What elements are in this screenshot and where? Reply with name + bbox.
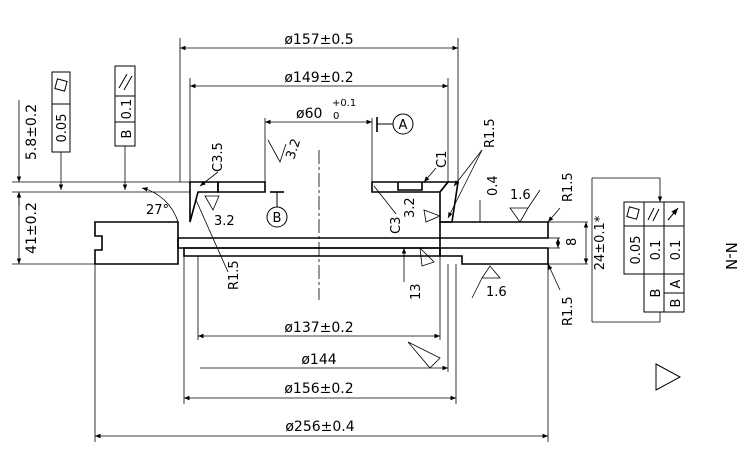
dim-d60: ø60 +0.1 0 — [264, 98, 373, 182]
datum-b: B — [266, 191, 288, 228]
dim-d157: ø157±0.5 — [179, 32, 459, 182]
gdt-frame-right: 0.05 0.1 B 0.1 A B — [591, 177, 685, 323]
dim-d149: ø149±0.2 — [189, 70, 449, 182]
gdt-flatness-left-value: 0.05 — [55, 114, 70, 143]
roughness-icon — [267, 139, 287, 163]
dim-d156: ø156±0.2 — [183, 256, 457, 404]
datum-b-label: B — [273, 211, 282, 226]
radius-r1.5-right-top-label: R1.5 — [561, 172, 576, 202]
view-label: N-N — [722, 242, 740, 270]
dim-8: 8 — [555, 238, 580, 248]
dim-d60-tol-lower: 0 — [333, 111, 339, 122]
radius-r1.5-top: R1.5 — [447, 118, 498, 219]
radius-r1.5-top-label: R1.5 — [483, 118, 498, 148]
gdt-right-parallel-value: 0.1 — [649, 240, 664, 261]
chamfer-c3: C3 — [373, 185, 404, 234]
gdt-right-datum-a: A — [669, 279, 684, 288]
parallelism-icon — [118, 73, 133, 91]
dim-d149-label: ø149±0.2 — [284, 70, 353, 86]
dim-d144-label: ø144 — [301, 352, 336, 368]
datum-a-label: A — [399, 118, 408, 133]
roughness-right-top-label: 1.6 — [510, 188, 531, 203]
roughness-top: 3.2 — [267, 137, 305, 163]
radius-r1.5-left-label: R1.5 — [227, 260, 242, 290]
dim-41: 41±0.2 — [16, 192, 40, 264]
roughness-left-label: 3.2 — [214, 214, 235, 229]
radius-r1.5-right-top: R1.5 — [547, 172, 576, 223]
gdt-parallel-left-datum: B — [120, 130, 135, 139]
dim-5.8-label: 5.8±0.2 — [24, 104, 40, 160]
dim-angle-27: 27° — [141, 187, 179, 223]
roughness-symbol-d144 — [407, 341, 441, 369]
chamfer-c3-label: C3 — [389, 217, 404, 234]
dim-5.8: 5.8±0.2 — [16, 100, 40, 206]
dim-24-label: 24±0.1* — [593, 215, 608, 270]
chamfer-c1: C1 — [423, 151, 450, 183]
radius-r1.5-right-bottom: R1.5 — [547, 263, 576, 326]
dim-d144: ø144 — [200, 264, 449, 372]
reference-lines — [12, 181, 588, 265]
dim-d156-label: ø156±0.2 — [284, 381, 353, 397]
roughness-left: 3.2 — [204, 195, 235, 229]
roughness-right-top: 1.6 — [509, 188, 541, 223]
roughness-bottom: 1.6 — [471, 265, 507, 300]
dim-d60-label: ø60 — [296, 106, 322, 122]
dim-24: 24±0.1* — [583, 215, 608, 270]
flatness-icon — [54, 78, 68, 92]
chamfer-c3.5-label: C3.5 — [211, 142, 226, 172]
chamfer-c1-label: C1 — [435, 151, 450, 168]
radius-r1.5-right-bottom-label: R1.5 — [561, 296, 576, 326]
roughness-mid: 3.2 — [403, 197, 442, 223]
dim-d137-label: ø137±0.2 — [284, 320, 353, 336]
roughness-icon — [423, 209, 442, 223]
dim-8-label: 8 — [565, 238, 580, 246]
dim-d256: ø256±0.4 — [94, 264, 549, 442]
dim-d157-label: ø157±0.5 — [284, 32, 353, 48]
chamfer-c3.5: C3.5 — [199, 142, 226, 187]
flatness-icon — [626, 206, 640, 220]
radius-r1.5-left: R1.5 — [195, 199, 242, 290]
dim-13-label: 13 — [409, 283, 424, 300]
dim-13: 13 — [401, 246, 435, 300]
roughness-mid-label: 3.2 — [403, 197, 418, 218]
roughness-icon — [204, 195, 220, 211]
dim-0.4-label: 0.4 — [486, 175, 501, 196]
gdt-right-datum-b-col2: B — [649, 289, 664, 298]
parallelism-icon — [647, 207, 660, 222]
gdt-parallel-left: 0.1 B — [114, 65, 136, 190]
section-body — [94, 181, 549, 265]
gdt-parallel-left-value: 0.1 — [120, 99, 135, 120]
datum-a: A — [376, 113, 414, 135]
gdt-flatness-left: 0.05 — [51, 71, 71, 190]
dim-0.4: 0.4 — [479, 175, 501, 222]
gdt-right-datum-b: B — [669, 299, 684, 308]
dim-d256-label: ø256±0.4 — [285, 419, 354, 435]
gdt-right-runout-value: 0.1 — [669, 240, 684, 261]
dim-41-label: 41±0.2 — [24, 202, 40, 254]
roughness-icon — [509, 207, 529, 223]
gdt-right-flatness-value: 0.05 — [629, 236, 644, 265]
roughness-top-label: 3.2 — [284, 137, 305, 161]
runout-icon — [667, 207, 679, 221]
roughness-icon — [419, 246, 435, 267]
general-roughness-icon — [655, 363, 682, 391]
dim-d60-tol-upper: +0.1 — [332, 98, 356, 109]
roughness-bottom-label: 1.6 — [486, 285, 507, 300]
dim-angle-27-label: 27° — [146, 203, 169, 218]
roughness-icon — [481, 265, 501, 279]
dim-d137: ø137±0.2 — [197, 256, 441, 340]
